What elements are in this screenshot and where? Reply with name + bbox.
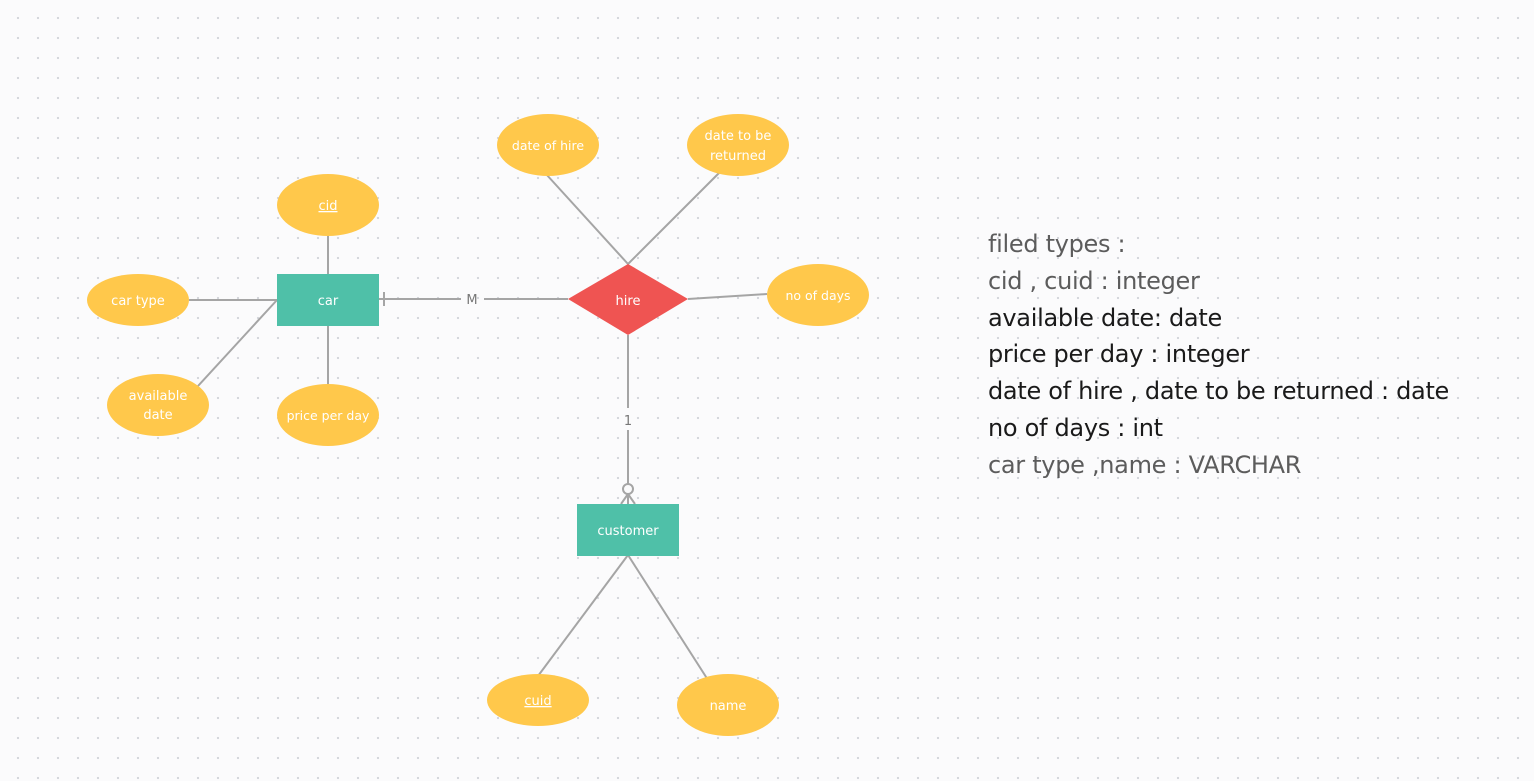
note-line-4: price per day : integer [988,340,1250,369]
relationship-hire-shape[interactable] [568,264,688,335]
crowfoot-right-customer [627,493,636,505]
attribute-date-to-be-returned[interactable]: date to be returned [687,114,789,176]
connector-name-customer[interactable] [627,554,709,681]
cardinality-label-car: M [466,293,477,308]
connector-availabledate-car[interactable] [197,299,278,387]
attribute-available-date-label-line1: available [129,389,188,404]
attribute-date-to-be-returned-label-line2: returned [710,149,766,164]
note-line-3: available date: date [988,303,1222,332]
attribute-cid-label: cid [318,199,337,214]
connector-datereturned-hire[interactable] [627,172,720,265]
cardinality-label-customer: 1 [624,414,632,429]
attribute-date-of-hire[interactable]: date of hire [497,114,599,176]
attribute-no-of-days-shape[interactable] [767,264,869,326]
attribute-date-to-be-returned-shape[interactable] [687,114,789,176]
connectors [189,172,768,681]
attribute-no-of-days-label: no of days [785,288,850,303]
attribute-name-shape[interactable] [677,674,779,736]
entity-customer[interactable]: customer [577,504,679,556]
attribute-price-per-day-label: price per day [287,408,370,423]
zero-marker-customer [622,483,634,495]
crowfoot-left-customer [620,493,629,505]
attribute-name[interactable]: name [677,674,779,736]
connector-noofdays-hire[interactable] [687,293,768,300]
attribute-name-label: name [710,699,747,714]
attribute-cuid-label: cuid [524,694,551,709]
connector-dateofhire-hire[interactable] [545,173,629,265]
attribute-available-date-label-line2: date [143,408,172,423]
note-line-5: date of hire , date to be returned : dat… [988,377,1450,406]
entity-customer-shape[interactable] [577,504,679,556]
relationship-hire[interactable]: hire [568,264,688,335]
field-types-notes[interactable]: filed types : cid , cuid : integer avail… [988,226,1508,484]
attribute-date-of-hire-shape[interactable] [497,114,599,176]
note-line-6: no of days : int [988,413,1163,442]
entity-car-shape[interactable] [277,274,379,326]
attribute-no-of-days[interactable]: no of days [767,264,869,326]
attribute-cuid-shape[interactable] [487,674,589,726]
connector-cuid-customer[interactable] [537,554,629,677]
attribute-available-date[interactable]: available date [107,374,209,436]
attribute-car-type[interactable]: car type [87,274,189,326]
attribute-cuid[interactable]: cuid [487,674,589,726]
entity-car-label: car [318,294,339,309]
attribute-cid[interactable]: cid [277,174,379,236]
note-line-1: filed types : [988,230,1126,258]
note-line-7: car type ,name : VARCHAR [988,450,1302,479]
note-line-2: cid , cuid : integer [988,266,1200,295]
attribute-car-type-shape[interactable] [87,274,189,326]
attribute-date-of-hire-label: date of hire [512,138,584,153]
attribute-price-per-day[interactable]: price per day [277,384,379,446]
entity-customer-label: customer [597,524,659,539]
attribute-car-type-label: car type [111,294,165,309]
entity-car[interactable]: car [277,274,379,326]
attribute-price-per-day-shape[interactable] [277,384,379,446]
attribute-date-to-be-returned-label-line1: date to be [705,129,772,144]
attribute-available-date-shape[interactable] [107,374,209,436]
attribute-cid-shape[interactable] [277,174,379,236]
relationship-hire-label: hire [616,294,641,309]
